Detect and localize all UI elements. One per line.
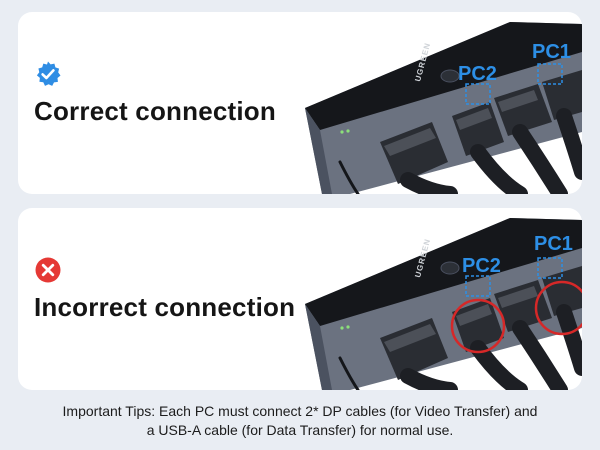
port-label-pc2: PC2 [462,255,501,277]
port-label-pc1: PC1 [534,233,573,255]
tips-line-1: Important Tips: Each PC must connect 2* … [62,403,538,419]
tips-line-2: a USB-A cable (for Data Transfer) for no… [146,422,454,438]
error-circle-pc2 [450,298,506,354]
error-circle-pc1 [534,280,582,336]
incorrect-connection-title: Incorrect connection [34,292,296,322]
incorrect-connection-panel: Incorrect connection UGREEN [18,208,582,390]
port-label-pc1: PC1 [532,41,571,63]
check-icon [36,61,61,86]
port-label-pc2: PC2 [458,63,497,85]
kvm-switch-incorrect-image: UGREEN PC2 PC1 [305,218,582,390]
correct-connection-panel: Correct connection UGREEN [18,12,582,194]
important-tips: Important Tips: Each PC must connect 2* … [0,402,600,440]
correct-connection-title: Correct connection [34,96,276,126]
cross-icon [35,257,61,283]
kvm-switch-correct-image: UGREEN PC2 PC1 [305,22,582,194]
